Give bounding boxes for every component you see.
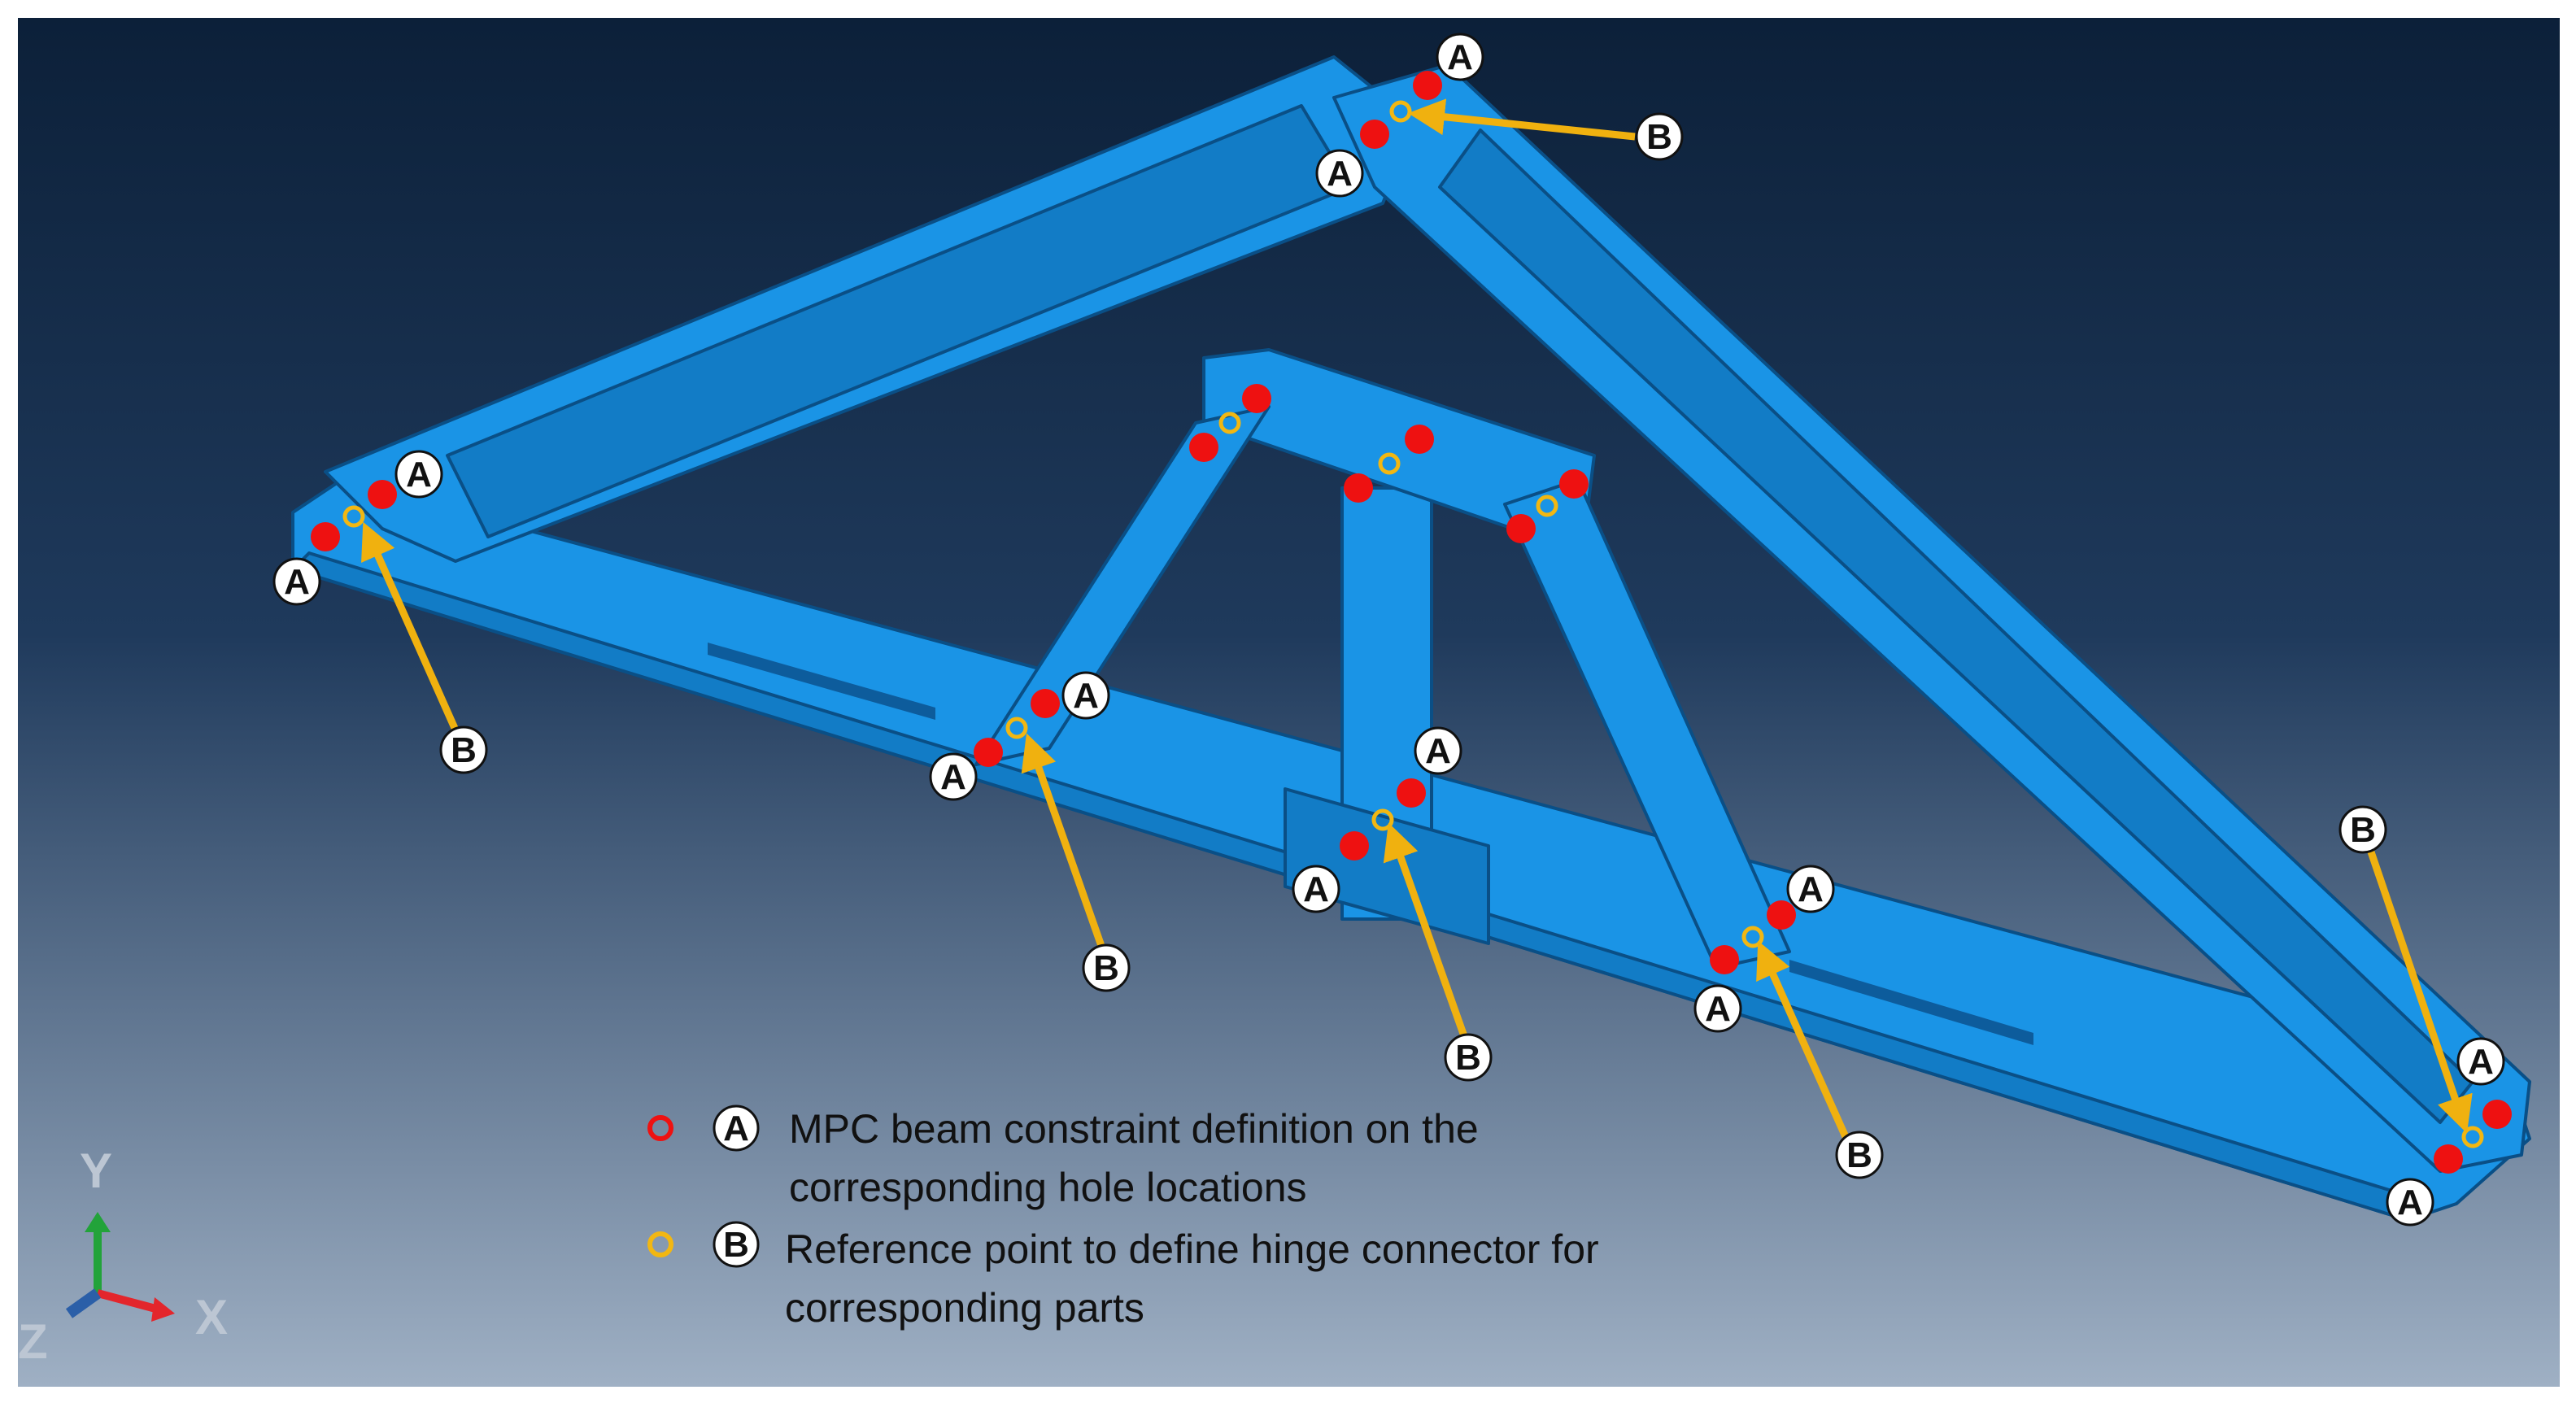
circle-orange-icon bbox=[647, 1231, 673, 1257]
callout-a-circle bbox=[1315, 149, 1364, 198]
legend-letter-b: B bbox=[723, 1225, 749, 1265]
callout-a-circle bbox=[1414, 726, 1462, 775]
legend-a-line2: corresponding hole locations bbox=[789, 1165, 1307, 1210]
reference-point bbox=[2461, 1126, 2484, 1148]
callout-a-circle bbox=[272, 557, 321, 606]
callout-b-circle bbox=[439, 725, 488, 774]
x-axis-label: X bbox=[195, 1290, 228, 1344]
callout-b-circle bbox=[2338, 805, 2387, 854]
reference-arrow bbox=[1408, 98, 1636, 141]
constraint-point bbox=[1242, 384, 1271, 413]
callout-a-letter: A bbox=[1425, 731, 1451, 771]
reference-arrow bbox=[2359, 826, 2473, 1134]
y-axis-arrowhead bbox=[85, 1212, 111, 1232]
x-axis-icon bbox=[96, 1289, 160, 1314]
callout-a-letter: A bbox=[1798, 869, 1824, 909]
reference-arrow bbox=[1021, 733, 1110, 961]
callout-a-letter: A bbox=[406, 455, 432, 495]
z-axis-label: Z bbox=[18, 1314, 48, 1369]
reference-arrows bbox=[361, 98, 2473, 1140]
constraint-point bbox=[1767, 900, 1796, 930]
callout-a-letter: A bbox=[1073, 676, 1099, 716]
reference-point bbox=[1218, 412, 1241, 434]
legend: A MPC beam constraint definition on the … bbox=[647, 1105, 1599, 1331]
callout-b-letter: B bbox=[1646, 117, 1672, 157]
reference-point bbox=[1378, 452, 1401, 475]
callout-a-circle bbox=[1061, 671, 1110, 720]
z-axis-icon bbox=[65, 1288, 102, 1318]
callout-b-circle bbox=[1082, 943, 1131, 992]
slot-right bbox=[1789, 960, 2033, 1045]
constraint-point bbox=[1031, 689, 1060, 718]
callout-b-letter: B bbox=[1093, 948, 1119, 988]
callout-a-circle bbox=[2386, 1178, 2434, 1227]
constraint-point bbox=[1506, 514, 1536, 543]
circle-red-icon bbox=[647, 1115, 673, 1141]
reference-arrow bbox=[1756, 940, 1850, 1140]
constraint-point bbox=[1405, 425, 1434, 454]
callout-a-letter: A bbox=[1303, 869, 1329, 909]
constraint-point bbox=[1360, 120, 1389, 149]
constraint-point bbox=[2434, 1144, 2463, 1174]
callout-a-letter: A bbox=[2397, 1183, 2423, 1222]
constraint-point bbox=[1559, 469, 1589, 499]
legend-callout-a bbox=[713, 1105, 760, 1152]
callout-b-letter: B bbox=[1846, 1135, 1872, 1175]
callout-b-circle bbox=[1835, 1131, 1884, 1179]
callout-a-circle bbox=[929, 752, 978, 801]
legend-letter-a: A bbox=[723, 1109, 749, 1148]
callout-a-circle bbox=[1693, 984, 1742, 1033]
constraint-point bbox=[974, 738, 1003, 767]
constraint-point bbox=[1340, 831, 1369, 861]
reference-point bbox=[1536, 495, 1558, 517]
callout-a-circle bbox=[1786, 865, 1835, 913]
constraint-point bbox=[1344, 473, 1373, 503]
reference-point bbox=[1005, 717, 1028, 739]
callout-a-circle bbox=[2456, 1037, 2505, 1086]
y-axis-label: Y bbox=[80, 1144, 112, 1198]
callout-a-letter: A bbox=[1327, 154, 1353, 194]
callout-a-letter: A bbox=[1705, 989, 1731, 1029]
constraint-point bbox=[1189, 433, 1218, 462]
legend-callout-b bbox=[713, 1221, 760, 1268]
callout-b-letter: B bbox=[451, 730, 477, 770]
reference-arrow bbox=[361, 521, 468, 750]
constraint-point bbox=[1413, 71, 1442, 100]
constraint-point bbox=[1710, 945, 1739, 974]
callout-labels: A A B A A B A A B A A B A A B B A A bbox=[272, 33, 2505, 1227]
slot-left bbox=[708, 643, 935, 720]
legend-b-line2: corresponding parts bbox=[785, 1285, 1144, 1331]
callout-a-letter: A bbox=[2468, 1042, 2494, 1082]
axis-triad-icon: Y X Z bbox=[18, 1144, 228, 1369]
reference-arrow bbox=[1383, 822, 1472, 1049]
callout-a-circle bbox=[1436, 33, 1484, 81]
reference-point bbox=[1371, 808, 1394, 831]
constraint-point bbox=[2482, 1100, 2512, 1129]
callout-b-circle bbox=[1444, 1033, 1493, 1082]
callout-a-letter: A bbox=[1447, 37, 1473, 77]
center-plate bbox=[1284, 787, 1490, 945]
mpc-constraint-points bbox=[311, 71, 2512, 1174]
constraint-point bbox=[311, 522, 340, 551]
callout-b-letter: B bbox=[1455, 1038, 1481, 1078]
callout-a-circle bbox=[394, 450, 443, 499]
x-axis-arrowhead bbox=[151, 1297, 175, 1322]
callout-a-letter: A bbox=[284, 562, 310, 602]
legend-b-line1: Reference point to define hinge connecto… bbox=[785, 1227, 1599, 1272]
legend-a-line1: MPC beam constraint definition on the bbox=[789, 1106, 1479, 1152]
constraint-point bbox=[368, 480, 397, 509]
reference-point bbox=[342, 505, 365, 528]
callout-a-circle bbox=[1292, 865, 1340, 913]
reference-point bbox=[1741, 926, 1764, 948]
callout-b-circle bbox=[1635, 112, 1684, 161]
callout-a-letter: A bbox=[940, 757, 966, 797]
callout-b-letter: B bbox=[2350, 810, 2376, 850]
constraint-point bbox=[1397, 778, 1426, 808]
